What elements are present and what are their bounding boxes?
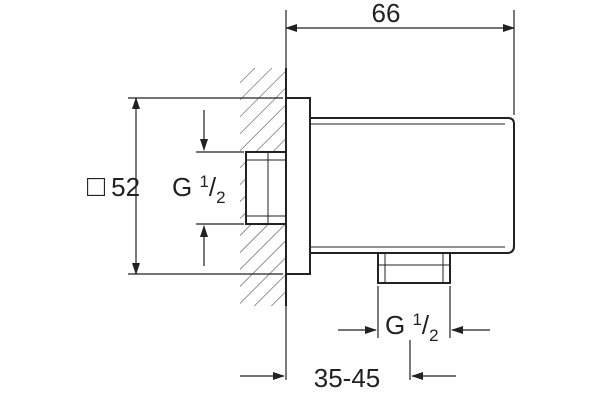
outlet-thread-connector — [377, 252, 451, 284]
projection-range-label: 35-45 — [314, 363, 381, 393]
wall-thread-connector — [245, 151, 287, 225]
wall-thread-dimension — [196, 110, 244, 266]
wall-thread-label: G 1/2 — [172, 172, 226, 207]
flange-plate — [285, 97, 311, 275]
square-symbol-icon: □ — [87, 170, 106, 203]
square-size-dimension — [128, 97, 283, 275]
projection-range-dimension — [240, 340, 456, 380]
outlet-thread-label: G 1/2 — [385, 310, 439, 345]
outlet-thread-dimension — [338, 286, 490, 338]
overall-width-dimension — [285, 10, 515, 380]
square-size-label: □52 — [87, 170, 140, 203]
overall-width-label: 66 — [372, 0, 401, 28]
wall-outlet-body — [309, 117, 515, 254]
